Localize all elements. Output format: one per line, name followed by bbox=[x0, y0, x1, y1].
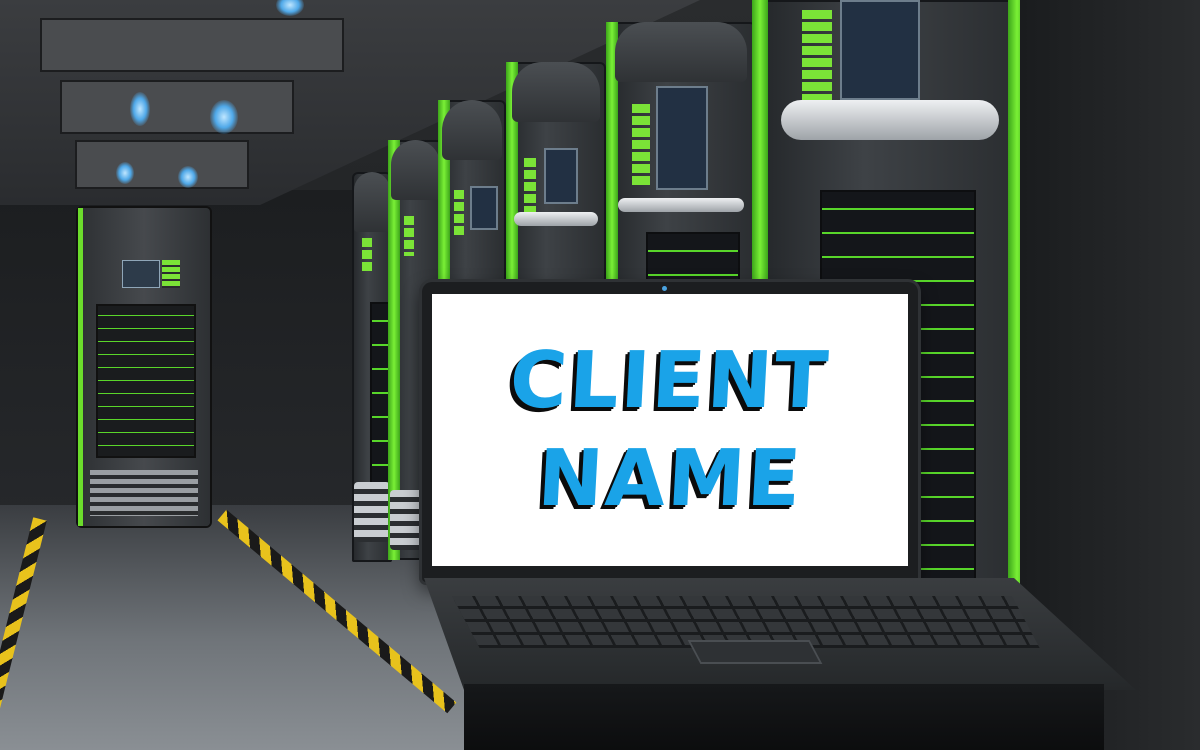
rack-cap bbox=[391, 140, 440, 200]
server-rack-back bbox=[78, 208, 210, 526]
rack-green-strip bbox=[388, 140, 400, 560]
ceiling-light bbox=[130, 92, 150, 126]
ceiling-panel bbox=[40, 18, 344, 72]
rack-monitor bbox=[470, 186, 498, 230]
rack-green-strip bbox=[606, 22, 618, 292]
rack-cap-rim bbox=[618, 198, 744, 212]
rack-status-leds bbox=[404, 216, 414, 256]
ceiling-light bbox=[276, 0, 304, 16]
rack-cap bbox=[512, 62, 600, 122]
rack-cap bbox=[615, 22, 747, 82]
ceiling-panel bbox=[75, 140, 249, 189]
rack-green-strip bbox=[78, 208, 83, 526]
laptop-stand bbox=[464, 684, 1104, 750]
rack-cap bbox=[354, 172, 390, 232]
rack-monitor bbox=[840, 0, 920, 100]
rack-drive-bay bbox=[96, 304, 196, 458]
server-rack bbox=[352, 172, 394, 562]
server-rack bbox=[438, 100, 506, 290]
rack-monitor bbox=[544, 148, 578, 204]
rack-monitor bbox=[122, 260, 160, 288]
client-name-line1: CLIENT bbox=[507, 336, 833, 426]
rack-monitor bbox=[656, 86, 708, 190]
ceiling-light bbox=[116, 162, 134, 184]
rack-cap bbox=[442, 100, 502, 160]
rack-status-leds bbox=[162, 260, 180, 288]
webcam-icon bbox=[662, 286, 667, 291]
laptop-display: CLIENT NAME bbox=[432, 294, 908, 566]
server-rack bbox=[606, 22, 756, 294]
ceiling-light bbox=[178, 166, 198, 188]
rack-status-leds bbox=[802, 10, 832, 110]
laptop-touchpad bbox=[687, 640, 823, 664]
rack-cap-rim bbox=[514, 212, 598, 226]
ceiling-panel bbox=[60, 80, 294, 134]
client-name-line2: NAME bbox=[535, 434, 805, 524]
rack-base bbox=[90, 470, 198, 516]
rack-status-leds bbox=[524, 158, 536, 214]
server-rack bbox=[506, 62, 606, 292]
rack-status-leds bbox=[362, 238, 372, 274]
laptop-screen: CLIENT NAME bbox=[422, 282, 918, 582]
rack-status-leds bbox=[454, 190, 464, 238]
rack-status-leds bbox=[632, 104, 650, 188]
ceiling-light bbox=[210, 100, 238, 134]
rack-cap-rim bbox=[780, 100, 1000, 140]
rack-base bbox=[353, 482, 391, 542]
